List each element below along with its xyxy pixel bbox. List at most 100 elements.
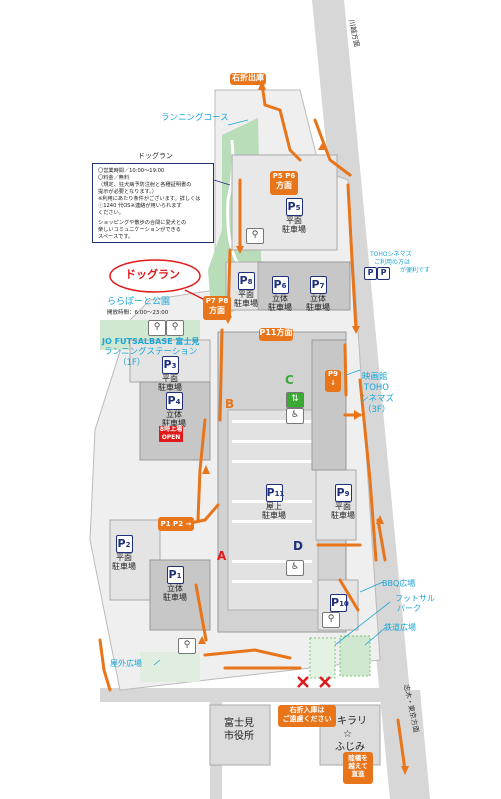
kirari-label-1: キラリ xyxy=(337,716,367,727)
parking-p8: P8 平面 駐車場 xyxy=(234,272,258,308)
p2-badge: P2 xyxy=(115,535,133,553)
kirari-label-3: ふじみ xyxy=(335,742,365,753)
wheelchair-icon-d: ♿ xyxy=(286,560,304,576)
wheelchair-icon: ♿ xyxy=(286,408,304,424)
route-arrowheads xyxy=(198,80,409,775)
p11-direction: P11方面 xyxy=(259,328,293,341)
p9-direction: P9↓ xyxy=(325,370,341,392)
bbq-label: BBQ広場 xyxy=(382,579,416,588)
zone-d-label: D xyxy=(293,539,303,553)
motorcycle-icon: ⚲ xyxy=(166,320,184,336)
dog-run-fee: 〇料金／無料 xyxy=(98,175,130,182)
p3-type: 平面 xyxy=(162,374,178,383)
p1-badge: P1 xyxy=(166,566,184,584)
dog-run-info-pointer xyxy=(213,179,231,186)
parking-p9: P9 平面 駐車場 xyxy=(331,484,355,520)
p8-kind: 駐車場 xyxy=(234,299,258,309)
parking-p11: P11 屋上 駐車場 xyxy=(262,484,286,520)
p5-type: 平面 xyxy=(286,216,302,225)
bicycle-icon: ⚲ xyxy=(246,228,264,244)
futsal-park-green xyxy=(309,637,336,679)
open-badge-line1: 8時上場 xyxy=(159,426,183,433)
cross-bridge-notice: 陸橋を 越えて 直進 xyxy=(343,752,373,784)
dog-run-desc3: スペースです。 xyxy=(98,234,134,241)
right-turn-exit-label: 右折出庫 xyxy=(230,73,266,85)
park-hours-label: 開放時間：6:00～23:00 xyxy=(107,310,169,316)
p11-kind: 駐車場 xyxy=(262,511,286,521)
p7-kind: 駐車場 xyxy=(306,303,330,313)
p6-badge: P6 xyxy=(271,276,289,294)
right-turn-entry-line2: ご遠慮ください xyxy=(282,714,332,723)
dog-run-desc2: 楽しいコミュニケーションができる xyxy=(98,227,181,234)
toho-note-3: が便利です xyxy=(400,267,431,274)
dog-run-desc1: ショッピングや散歩の合間に愛犬との xyxy=(98,220,187,227)
city-hall-block xyxy=(209,704,271,766)
zone-a-label: A xyxy=(217,549,227,563)
cinema-label-2: TOHO xyxy=(364,383,389,393)
dog-run-fee-note2: 提示が必要となります。） xyxy=(98,189,157,196)
outdoor-plaza-green xyxy=(140,652,200,682)
parking-p1: P1 立体 駐車場 xyxy=(163,566,187,602)
cinema-label-1: 映画館 xyxy=(362,372,388,382)
open-badge: 8時上場 OPEN xyxy=(159,426,183,442)
mall-roof-parking xyxy=(227,409,319,611)
p7-badge: P7 xyxy=(309,276,327,294)
p6-type: 立体 xyxy=(272,294,288,303)
p5-badge: P5 xyxy=(285,198,303,216)
outdoor-plaza-label: 屋外広場 xyxy=(110,659,142,668)
toho-note-p7-badge: P xyxy=(377,267,390,280)
bottom-road xyxy=(100,688,390,702)
railway-plaza-label: 鉄道広場 xyxy=(384,623,416,632)
cross-line3: 直進 xyxy=(351,770,365,779)
p7-type: 立体 xyxy=(310,294,326,303)
futsal-label-2: ランニングステーション xyxy=(104,347,198,357)
p2-type: 平面 xyxy=(116,553,132,562)
zone-b-label: B xyxy=(225,397,234,411)
dog-run-note2: ⓘ1240 代OS※連絡が用いられます xyxy=(98,203,182,210)
dog-run-callout-text: ドッグラン xyxy=(125,268,180,281)
city-hall-label-2: 市役所 xyxy=(224,731,254,742)
vehicle-routes xyxy=(98,82,407,772)
p9-kind: 駐車場 xyxy=(331,511,355,521)
futsal-park-label-2: パーク xyxy=(397,604,421,613)
parking-p4: P4 立体 駐車場 xyxy=(162,392,186,428)
p10-badge: P10 xyxy=(330,594,349,612)
dog-run-hours: 〇営業時間／10:00～19:00 xyxy=(98,168,165,174)
kawagoe-direction-label: 川越方面 xyxy=(347,19,362,48)
p9-badge: P9 xyxy=(334,484,352,502)
dog-run-info-title: ドッグラン xyxy=(138,152,173,160)
p4-kind: 駐車場 xyxy=(162,419,186,429)
parking-p6: P6 立体 駐車場 xyxy=(268,276,292,312)
p5-kind: 駐車場 xyxy=(282,225,306,235)
dog-run-callout-shape xyxy=(109,259,201,293)
p1-type: 立体 xyxy=(167,584,183,593)
cinema-block xyxy=(311,339,347,471)
p11-badge: P11 xyxy=(265,484,284,502)
no-entry-marks xyxy=(297,676,331,688)
cross-line2: 越えて xyxy=(348,762,368,771)
parking-p5: P5 平面 駐車場 xyxy=(282,198,306,234)
bicycle-icon-p2: ⚲ xyxy=(178,638,196,654)
callout-lines xyxy=(153,119,391,666)
zone-c-label: C xyxy=(285,373,294,387)
p11-type: 屋上 xyxy=(266,502,282,511)
bicycle-icon-p10: ⚲ xyxy=(322,612,340,628)
parking-p7: P7 立体 駐車場 xyxy=(306,276,330,312)
cinema-label-3: シネマズ xyxy=(360,394,395,404)
dog-run-note3: ください。 xyxy=(98,210,124,217)
elevator-icon: ⇅ xyxy=(286,392,304,408)
right-turn-entry-notice: 右折入庫は ご遠慮ください xyxy=(278,705,336,727)
p6-kind: 駐車場 xyxy=(268,303,292,313)
p1-kind: 駐車場 xyxy=(163,593,187,603)
p12-direction: P1 P2 → xyxy=(158,517,194,531)
toho-note-p6-badge: P xyxy=(364,267,377,280)
city-hall-label-1: 富士見 xyxy=(224,718,254,729)
railway-plaza-green xyxy=(339,635,371,677)
cinema-label-4: （3F） xyxy=(363,405,391,415)
futsal-label-3: （1F） xyxy=(118,358,146,368)
p3-kind: 駐車場 xyxy=(158,383,182,393)
p4-type: 立体 xyxy=(166,410,182,419)
p8-badge: P8 xyxy=(237,272,255,290)
parking-p2: P2 平面 駐車場 xyxy=(112,535,136,571)
